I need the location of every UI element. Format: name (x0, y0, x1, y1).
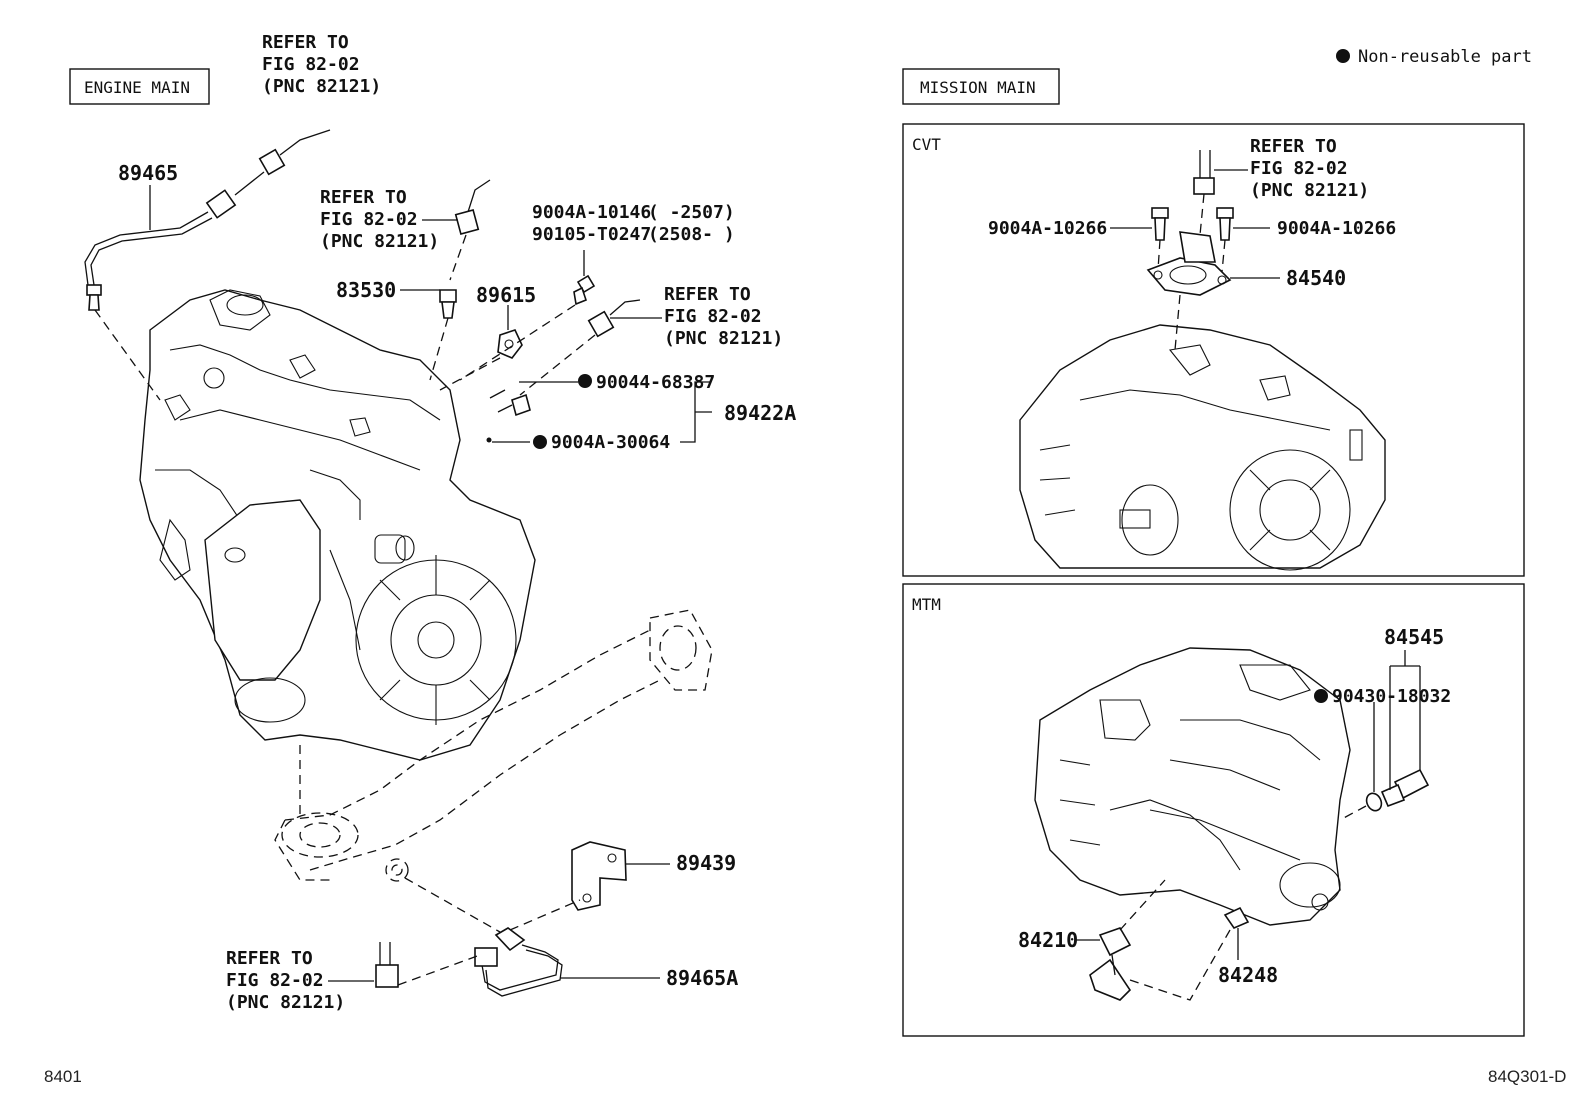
svg-text:REFER TO: REFER TO (1250, 136, 1337, 157)
connector-83530 (449, 179, 491, 281)
leader-bolt-dash (459, 304, 576, 381)
svg-text:FIG 82-02: FIG 82-02 (262, 54, 360, 75)
label-9004A-10146[interactable]: 9004A-10146 (532, 202, 651, 223)
mission-main-title: MISSION MAIN (920, 78, 1036, 97)
refer-to-top-left: REFER TO FIG 82-02 (PNC 82121) (262, 32, 381, 97)
label-9004A-10266-left[interactable]: 9004A-10266 (988, 218, 1107, 239)
leader-89465A-dash (404, 877, 581, 933)
svg-text:FIG 82-02: FIG 82-02 (664, 306, 762, 327)
connector-89465A (375, 942, 481, 988)
cvt-frame (902, 123, 1525, 577)
svg-text:(PNC 82121): (PNC 82121) (664, 328, 783, 349)
label-84210[interactable]: 84210 (1018, 928, 1078, 952)
legend-note: Non-reusable part (1358, 47, 1532, 67)
label-89465A[interactable]: 89465A (666, 966, 738, 990)
svg-text:(PNC 82121): (PNC 82121) (262, 76, 381, 97)
svg-text:FIG 82-02: FIG 82-02 (226, 970, 324, 991)
leader-84540-dash (1174, 294, 1181, 351)
mtm-frame (902, 583, 1525, 1037)
label-9004A-10266-right[interactable]: 9004A-10266 (1277, 218, 1396, 239)
bolt-cvt-left[interactable] (1151, 207, 1169, 241)
non-reusable-90430-icon (1314, 689, 1328, 703)
leader-89465-dash (94, 309, 161, 401)
leader-bolt-cvt-right-dash (1221, 239, 1226, 273)
label-89615[interactable]: 89615 (476, 283, 536, 307)
backup-light-switch-84545[interactable] (1380, 768, 1430, 808)
svg-text:REFER TO: REFER TO (320, 187, 407, 208)
leader-83530-dash (429, 317, 449, 381)
label-89422A[interactable]: 89422A (724, 401, 796, 425)
footer-left-code: 8401 (44, 1067, 82, 1086)
cvt-transmission-sketch (1019, 324, 1386, 571)
svg-text:REFER TO: REFER TO (226, 948, 313, 969)
label-90105-T0247[interactable]: 90105-T0247 (532, 224, 651, 245)
label-90430-18032[interactable]: 90430-18032 (1332, 686, 1451, 707)
svg-text:(PNC 82121): (PNC 82121) (1250, 180, 1369, 201)
leader-84210-dash (1119, 879, 1231, 1001)
clip-84248[interactable] (1223, 906, 1250, 929)
label-84545[interactable]: 84545 (1384, 625, 1444, 649)
engine-main-title: ENGINE MAIN (84, 78, 190, 97)
label-89439[interactable]: 89439 (676, 851, 736, 875)
mission-main-title-box: MISSION MAIN (902, 68, 1060, 105)
bracket-89422A (680, 381, 712, 443)
refer-to-bottom: REFER TO FIG 82-02 (PNC 82121) (226, 948, 374, 1013)
svg-text:(PNC 82121): (PNC 82121) (226, 992, 345, 1013)
connector-84540 (1193, 150, 1215, 236)
bolt-9004A-10146[interactable] (573, 274, 596, 306)
refer-to-89422A: REFER TO FIG 82-02 (PNC 82121) (610, 284, 783, 349)
shift-lever-part-84210[interactable] (1089, 927, 1132, 1001)
refer-to-83530: REFER TO FIG 82-02 (PNC 82121) (320, 187, 458, 252)
svg-text:(PNC 82121): (PNC 82121) (320, 231, 439, 252)
gasket-90430-18032[interactable] (1364, 791, 1384, 813)
label-83530[interactable]: 83530 (336, 278, 396, 302)
label-90044-68387[interactable]: 90044-68387 (596, 372, 715, 393)
upper-oxygen-sensor-89465[interactable] (84, 129, 331, 311)
footer-right-code: 84Q301-D (1488, 1067, 1566, 1086)
mtm-transmission-sketch (1034, 647, 1351, 926)
refer-to-cvt: REFER TO FIG 82-02 (PNC 82121) (1214, 136, 1369, 201)
lower-oxygen-sensor-89465A[interactable] (474, 927, 563, 997)
bolt-cvt-right[interactable] (1216, 207, 1234, 241)
sensor-89422A[interactable] (489, 389, 531, 417)
non-reusable-90044-icon (578, 374, 592, 388)
oil-pressure-switch-83530[interactable] (439, 289, 457, 319)
bracket-89439[interactable] (571, 841, 627, 911)
connector-89422A (519, 299, 641, 396)
gasket-9004A-30064[interactable] (486, 437, 492, 443)
svg-text:FIG 82-02: FIG 82-02 (1250, 158, 1348, 179)
label-9004A-10146-range: ( -2507) (648, 202, 735, 223)
non-reusable-9004A-30064-icon (533, 435, 547, 449)
engine-main-title-box: ENGINE MAIN (69, 68, 210, 105)
svg-text:FIG 82-02: FIG 82-02 (320, 209, 418, 230)
label-89465[interactable]: 89465 (118, 161, 178, 185)
svg-text:REFER TO: REFER TO (262, 32, 349, 53)
neutral-switch-84540[interactable] (1146, 231, 1232, 296)
svg-text:REFER TO: REFER TO (664, 284, 751, 305)
exhaust-pipe-sketch (274, 609, 713, 882)
engine-assembly-sketch (139, 289, 536, 761)
leader-84545-dash (1339, 805, 1367, 821)
label-84248[interactable]: 84248 (1218, 963, 1278, 987)
mtm-label: MTM (912, 595, 941, 614)
leader-bolt-cvt-left-dash (1157, 239, 1161, 271)
cvt-label: CVT (912, 135, 941, 154)
non-reusable-bullet-icon (1336, 49, 1350, 63)
bracket-84545 (1389, 650, 1421, 790)
label-9004A-30064[interactable]: 9004A-30064 (551, 432, 670, 453)
knock-sensor-89615[interactable] (497, 329, 523, 359)
label-90105-T0247-range: (2508- ) (648, 224, 735, 245)
label-84540[interactable]: 84540 (1286, 266, 1346, 290)
